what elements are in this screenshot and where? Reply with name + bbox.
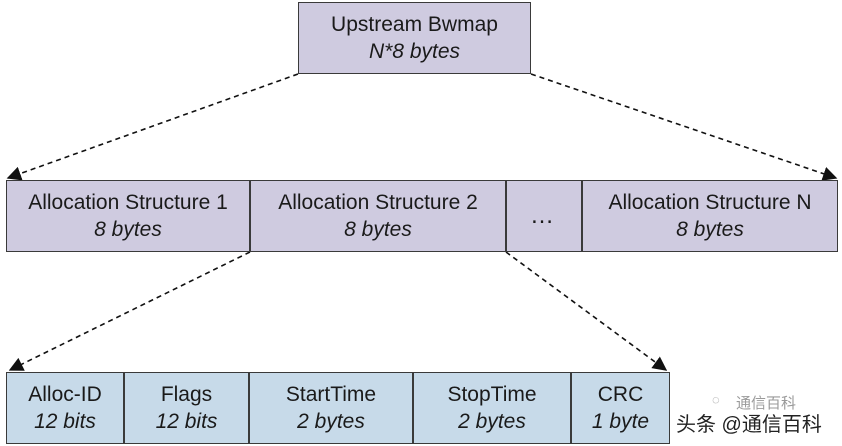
field-size: 2 bytes — [458, 410, 526, 433]
allocation-structure-ellipsis-box: … — [506, 180, 582, 252]
allocation-structure-size: 8 bytes — [344, 218, 412, 241]
arrow-bwmap-to-first — [6, 73, 299, 181]
field-size: 12 bits — [34, 410, 96, 433]
bwmap-title: Upstream Bwmap — [331, 13, 498, 36]
field-name: Flags — [160, 383, 213, 406]
field-size: 2 bytes — [297, 410, 365, 433]
allocation-structure-2-box: Allocation Structure 2 8 bytes — [250, 180, 506, 252]
field-size: 1 byte — [591, 410, 650, 433]
field-name: CRC — [597, 383, 644, 406]
field-name: Alloc-ID — [28, 383, 102, 406]
allocation-structure-1-box: Allocation Structure 1 8 bytes — [6, 180, 250, 252]
allocation-structure-title: Allocation Structure 1 — [28, 191, 228, 214]
bwmap-size: N*8 bytes — [368, 40, 461, 63]
field-crc-box: CRC 1 byte — [571, 372, 670, 444]
allocation-structure-title: Allocation Structure N — [608, 191, 812, 214]
field-stoptime-box: StopTime 2 bytes — [413, 372, 571, 444]
wechat-icon: ◌ — [712, 392, 720, 407]
field-name: StartTime — [285, 383, 377, 406]
field-starttime-box: StartTime 2 bytes — [249, 372, 413, 444]
allocation-structure-title: Allocation Structure 2 — [278, 191, 478, 214]
allocation-structure-size: 8 bytes — [676, 218, 744, 241]
arrow-struct-to-first-field — [8, 251, 251, 371]
arrow-bwmap-to-last — [530, 73, 838, 181]
field-alloc-id-box: Alloc-ID 12 bits — [6, 372, 124, 444]
allocation-structure-size: 8 bytes — [94, 218, 162, 241]
watermark-text: 头条 @通信百科 — [676, 414, 822, 436]
allocation-structure-n-box: Allocation Structure N 8 bytes — [582, 180, 838, 252]
field-flags-box: Flags 12 bits — [124, 372, 249, 444]
arrow-struct-to-last-field — [505, 251, 668, 371]
ellipsis: … — [530, 202, 558, 229]
watermark-faint: 通信百科 — [736, 395, 797, 412]
upstream-bwmap-box: Upstream Bwmap N*8 bytes — [298, 2, 531, 74]
field-size: 12 bits — [155, 410, 218, 433]
field-name: StopTime — [447, 383, 537, 406]
